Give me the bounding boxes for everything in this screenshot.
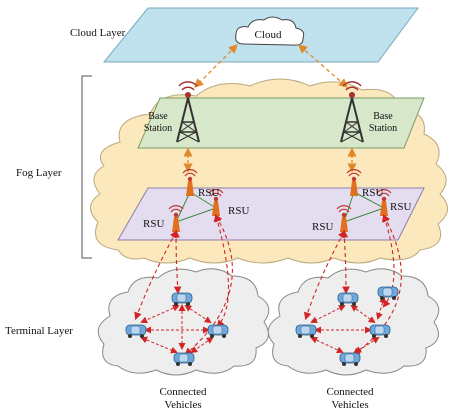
rsu-label: RSU bbox=[390, 201, 411, 213]
rsu-label: RSU bbox=[143, 218, 164, 230]
rsu-label: RSU bbox=[362, 187, 383, 199]
rsu-label: RSU bbox=[312, 221, 333, 233]
rsu-label: RSU bbox=[198, 187, 219, 199]
vehicles-caption-right-line2: Vehicles bbox=[331, 399, 368, 411]
cloud-layer-label: Cloud Layer bbox=[70, 27, 126, 39]
base-station-left: Base Station bbox=[144, 80, 200, 143]
v2v-links bbox=[140, 296, 386, 354]
cloud-node-label: Cloud bbox=[255, 29, 282, 41]
vehicles-caption-left-line1: Connected bbox=[159, 386, 207, 398]
vehicles-caption-left-line2: Vehicles bbox=[164, 399, 201, 411]
rsu-label: RSU bbox=[228, 205, 249, 217]
fog-layer-label: Fog Layer bbox=[16, 167, 62, 179]
base-station-left-line1: Base bbox=[148, 111, 168, 122]
cloud-to-bs-right-arrow bbox=[298, 44, 348, 88]
base-station-left-line2: Station bbox=[144, 123, 172, 134]
cloud-node-shape bbox=[235, 16, 305, 46]
cloud-to-bs-left-arrow bbox=[194, 44, 238, 88]
terminal-layer-label: Terminal Layer bbox=[5, 325, 73, 337]
base-station-right-line1: Base bbox=[373, 111, 393, 122]
base-station-right-line2: Station bbox=[369, 123, 397, 134]
vehicles-caption-right-line1: Connected bbox=[326, 386, 374, 398]
base-station-right: Base Station bbox=[340, 80, 397, 143]
fog-layer-bracket bbox=[81, 75, 92, 259]
